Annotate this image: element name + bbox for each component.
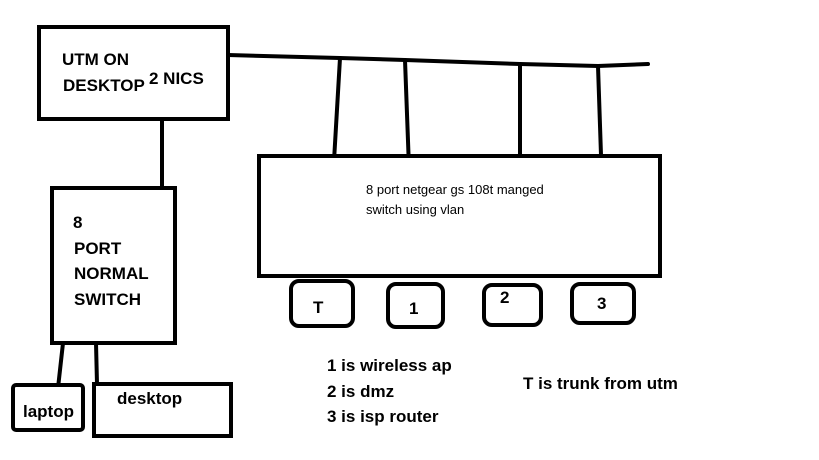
- bus-to-switch-wire: [403, 58, 411, 170]
- port-1-label: 1: [409, 299, 418, 318]
- normal-switch-box: [50, 186, 177, 345]
- port-1-box: [386, 282, 445, 329]
- port-t-label: T: [313, 298, 324, 317]
- legend-item: 1 is wireless ap: [327, 356, 452, 375]
- port-t-box: [289, 279, 355, 328]
- normal-switch-to-desktop-wire: [94, 341, 99, 386]
- normal-switch-to-laptop-wire: [56, 341, 65, 390]
- normal-switch-label-line3: NORMAL: [74, 264, 149, 283]
- utm-label-line1: UTM ON: [62, 50, 129, 69]
- utm-nics-label: 2 NICS: [149, 69, 204, 88]
- legend-item: 3 is isp router: [327, 407, 439, 426]
- desktop-box: [92, 382, 233, 438]
- port-2-label: 2: [500, 288, 509, 307]
- normal-switch-label-line1: 8: [73, 213, 82, 232]
- desktop-label: desktop: [117, 389, 182, 408]
- port-2-box: [482, 283, 543, 327]
- managed-switch-label-line2: switch using vlan: [366, 202, 464, 217]
- normal-switch-label-line4: SWITCH: [74, 290, 141, 309]
- managed-switch-label-line1: 8 port netgear gs 108t manged: [366, 182, 544, 197]
- utm-box: [37, 25, 230, 121]
- laptop-box: [11, 383, 85, 432]
- trunk-note: T is trunk from utm: [523, 374, 678, 393]
- utm-label-line2: DESKTOP: [63, 76, 145, 95]
- legend-item: 2 is dmz: [327, 382, 394, 401]
- port-3-box: [570, 282, 636, 325]
- managed-switch-box: [257, 154, 662, 278]
- laptop-label: laptop: [23, 402, 74, 421]
- port-3-label: 3: [597, 294, 606, 313]
- normal-switch-label-line2: PORT: [74, 239, 122, 258]
- trunk-bus-line: [226, 53, 650, 69]
